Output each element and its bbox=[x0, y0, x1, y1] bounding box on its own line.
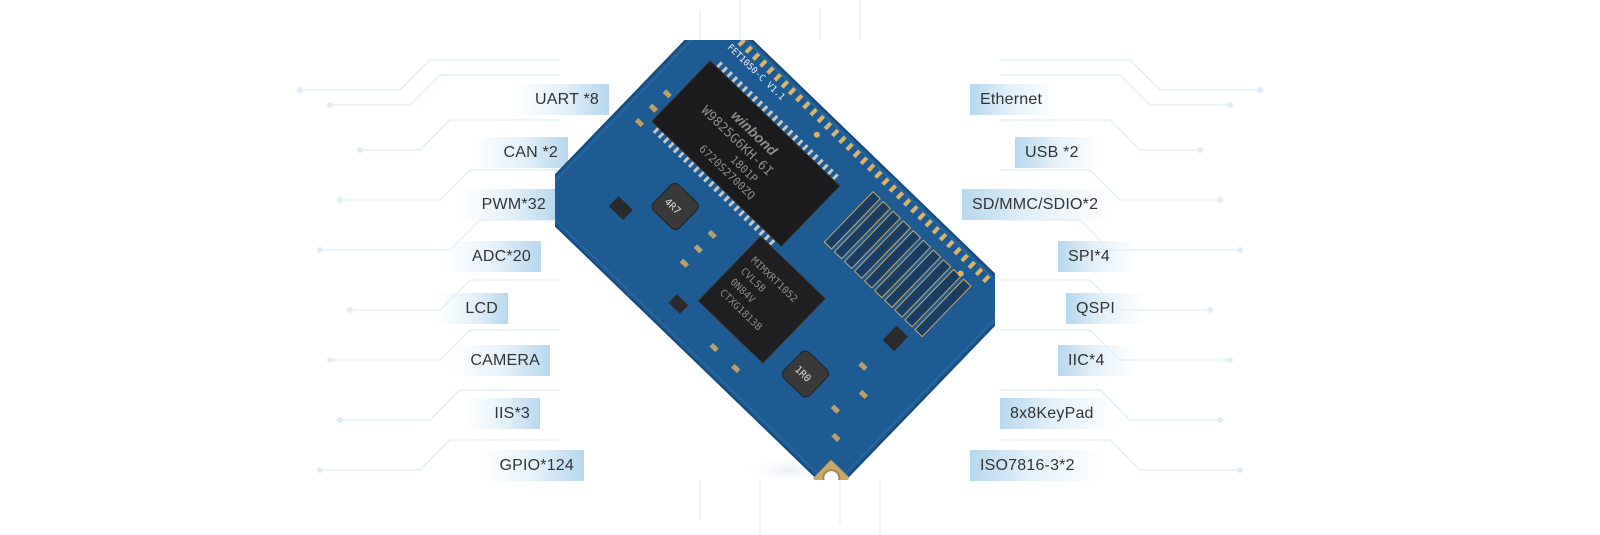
feature-label-left-3: PWM*32 bbox=[458, 189, 556, 220]
feature-label-left-5: LCD bbox=[436, 293, 508, 324]
processor-chip: MIMXRT1052 CVL5B 0N84V CTXG1813B bbox=[697, 235, 827, 365]
feature-label-left-1: UART *8 bbox=[511, 84, 609, 115]
feature-label-right-7: 8x8KeyPad bbox=[1000, 398, 1118, 429]
feature-label-left-6: CAMERA bbox=[452, 345, 550, 376]
feature-label-left-2: CAN *2 bbox=[470, 137, 568, 168]
feature-label-right-6: IIC*4 bbox=[1058, 345, 1136, 376]
feature-label-left-7: IIS*3 bbox=[466, 398, 540, 429]
feature-label-right-3: SD/MMC/SDIO*2 bbox=[962, 189, 1115, 220]
feature-label-left-8: GPIO*124 bbox=[480, 450, 584, 481]
feature-label-left-4: ADC*20 bbox=[443, 241, 541, 272]
inductor: 4R7 bbox=[651, 183, 699, 230]
feature-label-right-4: SPI*4 bbox=[1058, 241, 1138, 272]
feature-label-right-8: ISO7816-3*2 bbox=[970, 450, 1103, 481]
feature-label-right-5: QSPI bbox=[1066, 293, 1146, 324]
memory-chip: winbond W9825G6KH-6I 1801P 6720S2700ZQ bbox=[651, 60, 841, 248]
som-board-image: FET1050-C V1.1 bbox=[530, 3, 1020, 497]
feature-label-right-2: USB *2 bbox=[1015, 137, 1101, 168]
feature-label-right-1: Ethernet bbox=[970, 84, 1058, 115]
inductor: 1R0 bbox=[781, 350, 829, 398]
